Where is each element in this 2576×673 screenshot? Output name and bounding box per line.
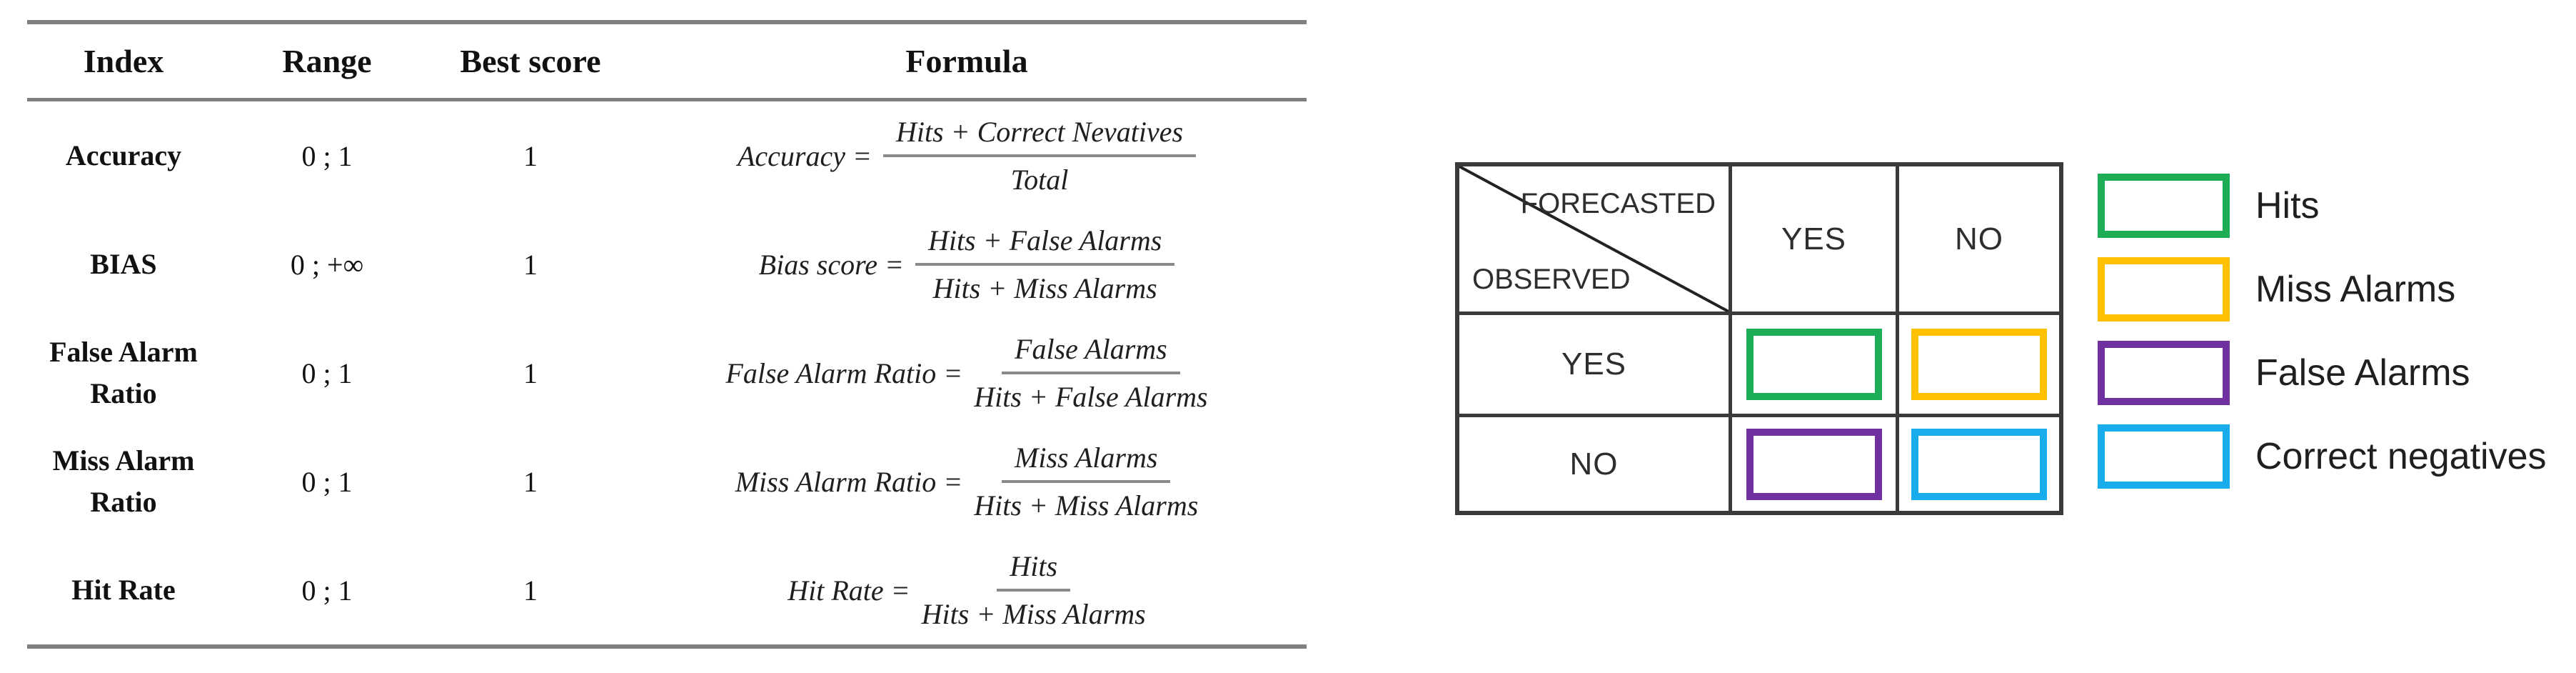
index-label: Accuracy	[65, 139, 182, 171]
metrics-table: Index Range Best score Formula Accuracy …	[27, 20, 1307, 649]
index-label: Miss Alarm Ratio	[52, 444, 195, 518]
legend-item-hits: Hits	[2098, 174, 2547, 238]
formula-lhs: Bias score =	[758, 248, 904, 281]
best-score-value: 1	[523, 248, 538, 281]
formula-false-alarm-ratio: False Alarm Ratio = False Alarms Hits + …	[627, 332, 1307, 414]
fraction-numerator: Miss Alarms	[1002, 441, 1171, 483]
best-score-value: 1	[523, 574, 538, 607]
cell-observed-yes-forecasted-no	[1896, 311, 2059, 414]
fraction: Miss Alarms Hits + Miss Alarms	[974, 441, 1198, 522]
cell-observed-no-forecasted-no	[1896, 414, 2059, 511]
fraction-denominator: Hits + Miss Alarms	[921, 598, 1146, 630]
fraction: False Alarms Hits + False Alarms	[974, 332, 1207, 414]
formula-hit-rate: Hit Rate = Hits Hits + Miss Alarms	[627, 549, 1307, 631]
forecasted-axis-label: FORECASTED	[1520, 188, 1716, 219]
formula-lhs: Accuracy =	[737, 139, 872, 172]
legend-item-correct-negatives: Correct negatives	[2098, 424, 2547, 489]
legend-item-miss-alarms: Miss Alarms	[2098, 257, 2547, 321]
best-score-value: 1	[523, 465, 538, 498]
column-header-range: Range	[282, 43, 372, 79]
table-header-rule	[27, 98, 1307, 101]
best-score-value: 1	[523, 139, 538, 172]
observed-no-header: NO	[1459, 414, 1729, 511]
forecasted-yes-header: YES	[1729, 166, 1896, 311]
fraction-numerator: Hits + False Alarms	[915, 224, 1175, 266]
observed-yes-header: YES	[1459, 311, 1729, 414]
metrics-table-body: Accuracy 0 ; 1 1 Accuracy = Hits + Corre…	[27, 101, 1307, 644]
fraction-numerator: Hits + Correct Nevatives	[882, 115, 1197, 157]
corner-cell-observed-forecasted: FORECASTED OBSERVED	[1459, 166, 1729, 311]
hits-box	[1746, 329, 1882, 400]
forecasted-no-header: NO	[1896, 166, 2059, 311]
fraction: Hits Hits + Miss Alarms	[922, 549, 1146, 631]
best-score-value: 1	[523, 357, 538, 389]
observed-axis-label: OBSERVED	[1472, 264, 1631, 295]
legend: Hits Miss Alarms False Alarms Correct ne…	[2098, 174, 2547, 489]
fraction-denominator: Total	[1010, 164, 1069, 196]
table-top-rule	[27, 20, 1307, 24]
fraction-numerator: False Alarms	[1002, 332, 1180, 374]
column-header-index: Index	[83, 43, 164, 79]
false-alarms-swatch	[2098, 341, 2230, 405]
formula-lhs: Hit Rate =	[788, 574, 910, 607]
legend-item-false-alarms: False Alarms	[2098, 341, 2547, 405]
range-value: 0 ; 1	[301, 465, 353, 498]
cell-observed-no-forecasted-yes	[1729, 414, 1896, 511]
range-value: 0 ; 1	[301, 574, 353, 607]
false-alarms-box	[1746, 428, 1882, 500]
fraction-numerator: Hits	[997, 549, 1071, 592]
column-header-formula: Formula	[905, 43, 1028, 79]
fraction-denominator: Hits + False Alarms	[974, 381, 1208, 413]
hits-swatch	[2098, 174, 2230, 238]
correct-negatives-swatch	[2098, 424, 2230, 489]
column-header-best-score: Best score	[460, 43, 601, 79]
formula-miss-alarm-ratio: Miss Alarm Ratio = Miss Alarms Hits + Mi…	[627, 441, 1307, 522]
contingency-table: FORECASTED OBSERVED YES NO YES NO	[1455, 162, 2063, 515]
range-value: 0 ; 1	[301, 357, 353, 389]
diagonal-divider-line	[1459, 166, 1729, 311]
index-label: False Alarm Ratio	[49, 336, 198, 409]
fraction: Hits + Correct Nevatives Total	[882, 115, 1197, 196]
table-bottom-rule	[27, 644, 1307, 649]
formula-lhs: False Alarm Ratio =	[725, 357, 963, 389]
index-label: Hit Rate	[71, 574, 176, 606]
metrics-table-header-row: Index Range Best score Formula	[27, 24, 1307, 98]
range-value: 0 ; 1	[301, 139, 353, 172]
legend-label: Correct negatives	[2255, 436, 2547, 477]
range-value: 0 ; +∞	[290, 248, 364, 281]
table-row-false-alarm-ratio: False Alarm Ratio 0 ; 1 1 False Alarm Ra…	[27, 319, 1307, 427]
table-row-accuracy: Accuracy 0 ; 1 1 Accuracy = Hits + Corre…	[27, 101, 1307, 210]
index-label: BIAS	[90, 248, 157, 280]
cell-observed-yes-forecasted-yes	[1729, 311, 1896, 414]
miss-alarms-swatch	[2098, 257, 2230, 321]
legend-label: False Alarms	[2255, 352, 2470, 394]
formula-lhs: Miss Alarm Ratio =	[735, 465, 963, 498]
table-row-miss-alarm-ratio: Miss Alarm Ratio 0 ; 1 1 Miss Alarm Rati…	[27, 427, 1307, 536]
fraction-denominator: Hits + Miss Alarms	[974, 489, 1199, 522]
miss-alarms-box	[1911, 329, 2047, 400]
table-row-hit-rate: Hit Rate 0 ; 1 1 Hit Rate = Hits Hits + …	[27, 536, 1307, 644]
fraction: Hits + False Alarms Hits + Miss Alarms	[915, 224, 1175, 305]
fraction-denominator: Hits + Miss Alarms	[932, 272, 1157, 304]
formula-bias: Bias score = Hits + False Alarms Hits + …	[627, 224, 1307, 305]
legend-label: Miss Alarms	[2255, 269, 2456, 310]
table-row-bias: BIAS 0 ; +∞ 1 Bias score = Hits + False …	[27, 210, 1307, 319]
formula-accuracy: Accuracy = Hits + Correct Nevatives Tota…	[627, 115, 1307, 196]
legend-label: Hits	[2255, 185, 2320, 226]
correct-negatives-box	[1911, 428, 2047, 500]
